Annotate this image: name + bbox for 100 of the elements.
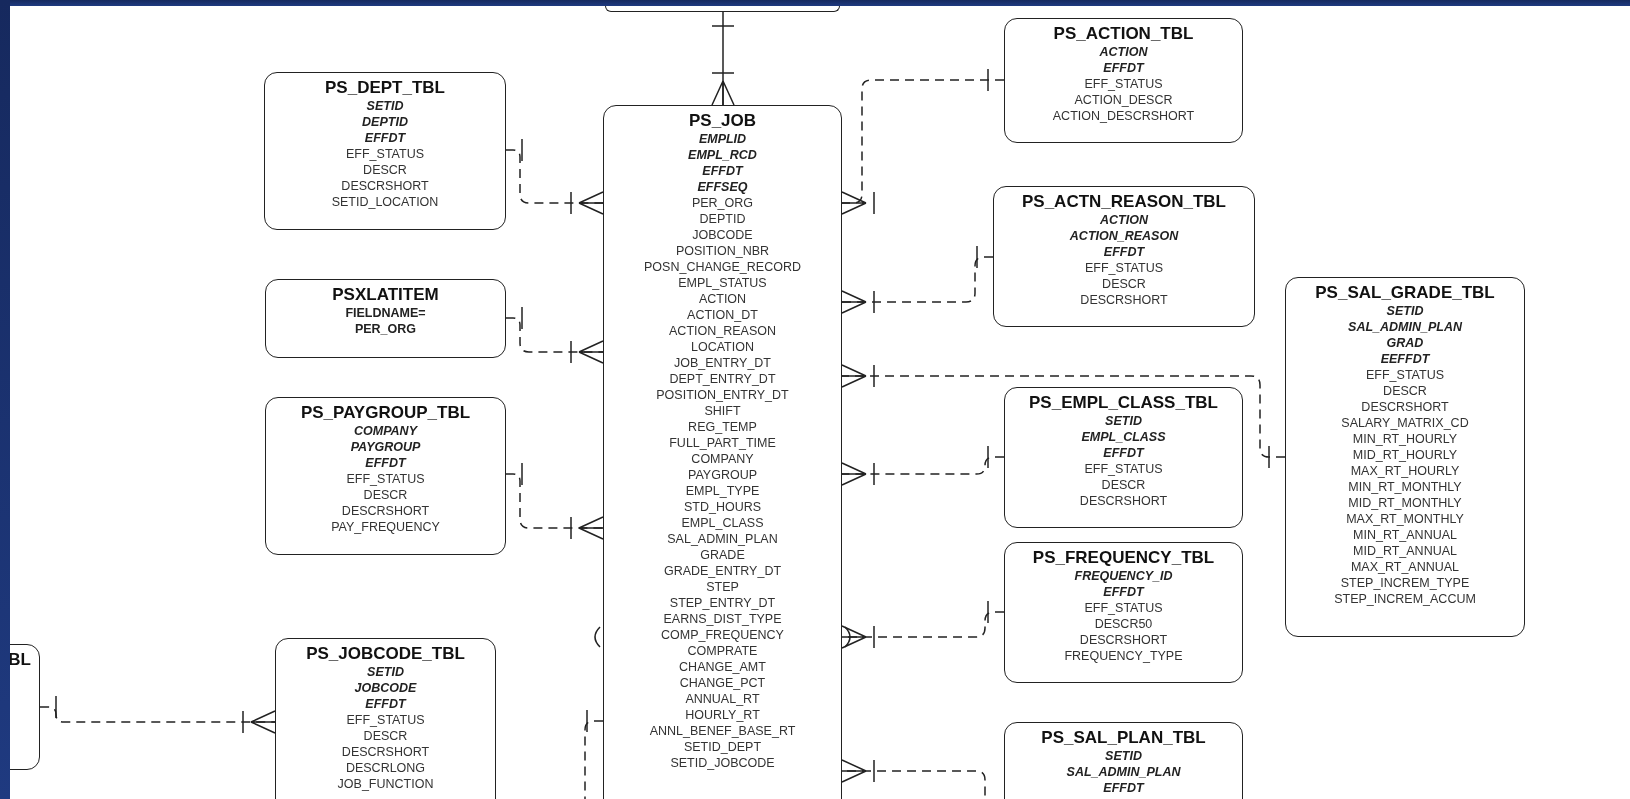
field-name: DESCR — [1383, 383, 1427, 399]
relationship-line — [841, 364, 1286, 469]
table-box — [1004, 387, 1243, 528]
table-name: PSXLATITEM — [332, 285, 439, 305]
table-box — [1004, 542, 1243, 683]
field-name: EFF_STATUS — [346, 471, 425, 487]
relationship-line — [505, 138, 604, 215]
field-name: SALARY_MATRIX_CD — [1341, 415, 1469, 431]
relationship-line — [505, 306, 604, 364]
key-field-name: GRAD — [1386, 335, 1424, 351]
table-box — [993, 186, 1255, 327]
key-field-name: PAYGROUP — [350, 439, 421, 455]
field-name: POSITION_NBR — [675, 243, 770, 259]
field-name: DESCR — [1102, 276, 1146, 292]
table-name: PS_ACTION_TBL — [1053, 24, 1194, 44]
key-field-name: EFFDT — [364, 130, 406, 146]
key-field-name: DEPTID — [362, 114, 408, 130]
key-field-name: EMPL_CLASS — [1081, 429, 1166, 445]
relationship-line — [841, 445, 1005, 486]
field-name: CHANGE_PCT — [679, 675, 766, 691]
field-name: DESCRSHORT — [1361, 399, 1449, 415]
field-name: EMPL_TYPE — [685, 483, 760, 499]
field-name: STEP_ENTRY_DT — [669, 595, 776, 611]
field-name: SETID_LOCATION — [331, 194, 439, 210]
field-name: ACTION_REASON — [669, 323, 776, 339]
field-name: MID_RT_MONTHLY — [1348, 495, 1462, 511]
field-name: SETID_JOBCODE — [670, 755, 775, 771]
table-box — [265, 279, 506, 358]
table-name: PS_JOBCODE_TBL — [306, 644, 465, 664]
table-box — [264, 72, 506, 230]
field-name: JOB_ENTRY_DT — [674, 355, 771, 371]
field-name: PER_ORG — [691, 195, 754, 211]
field-name: LOCATION — [691, 339, 754, 355]
key-field-name: ACTION_REASON — [1069, 228, 1179, 244]
table-box — [265, 397, 506, 555]
field-name: STEP_INCREM_ACCUM — [1334, 591, 1476, 607]
entity-box — [605, 6, 840, 12]
field-name: DESCR — [363, 487, 408, 503]
field-name: ACTION_DESCRSHORT — [1052, 108, 1195, 124]
key-field-name: FREQUENCY_ID — [1074, 568, 1173, 584]
field-name: ACTION_DESCR — [1074, 92, 1173, 108]
key-field-name: EMPLID — [698, 131, 747, 147]
key-field-name: SETID — [1105, 413, 1142, 429]
field-name: PAY_FREQUENCY — [331, 519, 440, 535]
table-box — [603, 105, 842, 799]
table-name: PS_EMPL_CLASS_TBL — [1029, 393, 1218, 413]
field-name: JOB_FUNCTION — [337, 776, 434, 792]
table-name: PS_ACTN_REASON_TBL — [1021, 192, 1226, 212]
field-name: EFF_STATUS — [1366, 367, 1444, 383]
field-name: MIN_RT_MONTHLY — [1348, 479, 1462, 495]
key-field-name: SAL_ADMIN_PLAN — [1348, 319, 1462, 335]
field-name: SHIFT — [704, 403, 741, 419]
key-field-name: EMPL_RCD — [688, 147, 757, 163]
field-name: FULL_PART_TIME — [669, 435, 776, 451]
field-name: JOBCODE — [692, 227, 753, 243]
field-name: DESCR50 — [1094, 616, 1153, 632]
field-name: ACTION — [698, 291, 747, 307]
key-field-name: EEFFDT — [1380, 351, 1430, 367]
table-name: PS_SAL_GRADE_TBL — [1315, 283, 1495, 303]
field-name: MID_RT_ANNUAL — [1353, 543, 1457, 559]
field-name: HOURLY_RT — [685, 707, 760, 723]
field-name: DESCRSHORT — [341, 503, 430, 519]
field-name: DESCR — [1101, 477, 1146, 493]
relationship-line — [841, 68, 1005, 215]
field-name: DEPTID — [699, 211, 746, 227]
field-name: EMPL_CLASS — [681, 515, 764, 531]
field-name: EFF_STATUS — [1084, 76, 1163, 92]
field-name: STEP_INCREM_TYPE — [1340, 575, 1470, 591]
field-name: MAX_RT_HOURLY — [1350, 463, 1460, 479]
table-name: PS_FREQUENCY_TBL — [1032, 548, 1215, 568]
field-name: COMPANY — [691, 451, 754, 467]
field-name: MID_RT_HOURLY — [1352, 447, 1458, 463]
key-field-name: EFFDT — [702, 163, 743, 179]
field-name: EFF_STATUS — [1085, 260, 1163, 276]
table-name: PS_PAYGROUP_TBL — [300, 403, 471, 423]
field-name: ANNL_BENEF_BASE_RT — [649, 723, 796, 739]
field-name: DESCR — [363, 728, 408, 744]
relationship-line — [841, 600, 1005, 649]
key-field-name: SETID — [1105, 748, 1142, 764]
key-field-name: SETID — [1386, 303, 1424, 319]
field-name: EARNS_DIST_TYPE — [663, 611, 782, 627]
field-name: FREQUENCY_TYPE — [1064, 648, 1183, 664]
field-name: ACTION_DT — [687, 307, 758, 323]
key-field-name: EFFSEQ — [697, 179, 748, 195]
key-field-name: ACTION — [1100, 212, 1148, 228]
field-name: POSITION_ENTRY_DT — [656, 387, 789, 403]
relationship-line — [584, 709, 604, 799]
table-box — [1285, 277, 1525, 637]
field-name: DESCR — [363, 162, 407, 178]
field-name: COMP_FREQUENCY — [661, 627, 784, 643]
field-name: REG_TEMP — [688, 419, 757, 435]
key-field-name: SETID — [366, 98, 404, 114]
field-name: EFF_STATUS — [1084, 461, 1163, 477]
field-name: GRADE_ENTRY_DT — [663, 563, 782, 579]
field-name: DESCRSHORT — [341, 178, 429, 194]
key-field-name: EFFDT — [1103, 584, 1144, 600]
table-name: PS_SAL_PLAN_TBL — [1041, 728, 1206, 748]
field-name: DEPT_ENTRY_DT — [669, 371, 776, 387]
key-field-name: EFFDT — [1103, 445, 1144, 461]
table-name: PS_DEPT_TBL — [325, 78, 445, 98]
